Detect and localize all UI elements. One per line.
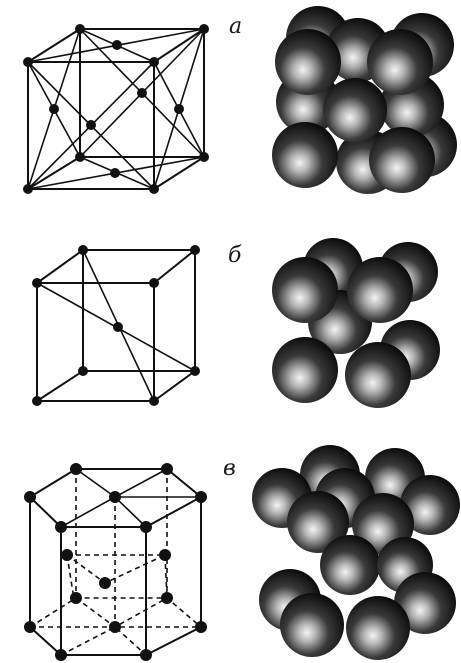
panel-label-a: а xyxy=(229,14,242,39)
hcp-sphere-packing-icon xyxy=(252,445,460,660)
panel-label-b: б xyxy=(228,243,242,268)
hexagonal-close-packed-lattice-icon xyxy=(24,463,207,661)
fcc-sphere-packing-icon xyxy=(272,6,457,194)
panel-label-v: в xyxy=(223,456,236,481)
face-centered-cubic-lattice-icon xyxy=(23,24,209,194)
body-centered-cubic-lattice-icon xyxy=(32,245,200,406)
bcc-sphere-packing-icon xyxy=(272,238,440,408)
